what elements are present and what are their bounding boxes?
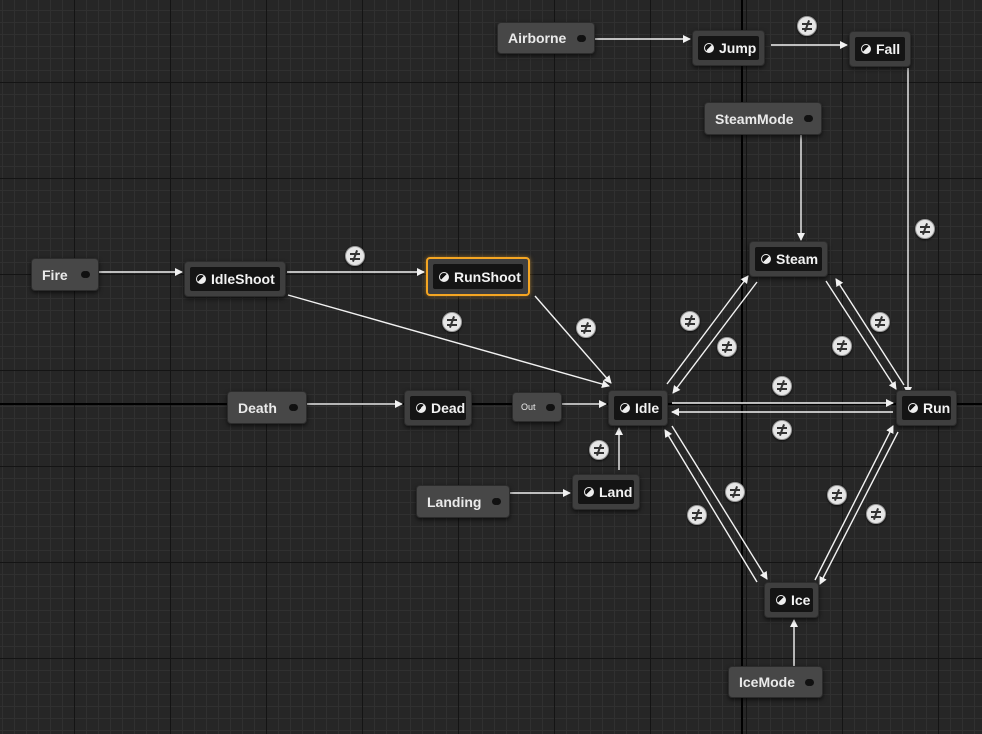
state-node-runshoot[interactable]: RunShoot [426,257,530,296]
state-node-idleshoot[interactable]: IdleShoot [184,261,286,297]
transition-rule-icon-run-ice[interactable] [866,504,886,524]
transition-rule-icon-idle-run[interactable] [772,376,792,396]
state-label: Idle [635,400,660,416]
state-label: Jump [719,40,757,56]
output-pin[interactable] [289,404,296,411]
wire-run-ice [819,431,899,585]
state-icon [776,595,786,605]
wire-run-steam [835,278,905,386]
transition-rule-icon-ice-idle[interactable] [687,505,707,525]
state-label: Ice [791,592,811,608]
wire-ice-run [814,425,894,581]
wire-ice-idle [664,429,758,583]
output-pin[interactable] [577,34,584,42]
entry-node-out[interactable]: Out [512,392,562,422]
transition-rule-icon-steam-idle[interactable] [717,337,737,357]
entry-label: IceMode [739,674,796,690]
transition-rule-icon-idleshoot-runshoot[interactable] [345,246,365,266]
transition-rule-icon-runshoot-idle[interactable] [576,318,596,338]
state-node-jump[interactable]: Jump [692,30,765,66]
entry-label: Fire [42,266,68,283]
entry-label: Airborne [508,30,567,46]
state-icon [704,43,714,53]
entry-label: SteamMode [715,110,794,127]
state-icon [196,274,206,284]
graph-origin-horizontal-axis [0,403,982,405]
state-node-steam[interactable]: Steam [749,241,828,277]
transition-rule-icon-jump-fall[interactable] [797,16,817,36]
entry-node-landing[interactable]: Landing [416,485,510,518]
output-pin[interactable] [546,403,553,411]
state-label: Run [923,400,951,416]
entry-label: Death [238,399,277,416]
state-label: Dead [431,400,466,416]
entry-node-death[interactable]: Death [227,391,307,424]
state-icon [908,403,918,413]
state-node-land[interactable]: Land [572,474,640,510]
wire-steam-run [825,280,897,390]
graph-origin-vertical-axis [741,0,743,734]
output-pin[interactable] [81,271,88,278]
transition-rule-icon-run-steam[interactable] [832,336,852,356]
transition-rule-icon-land-idle[interactable] [589,440,609,460]
transition-rule-icon-fall-run[interactable] [915,219,935,239]
transition-rule-icon-idle-steam[interactable] [680,311,700,331]
wire-idleshoot-idle [287,294,610,388]
state-node-ice[interactable]: Ice [764,582,819,618]
output-pin[interactable] [804,115,811,122]
state-label: Steam [776,251,819,267]
transition-rule-icon-idle-ice[interactable] [725,482,745,502]
state-node-fall[interactable]: Fall [849,31,911,67]
state-label: IdleShoot [211,271,275,287]
entry-label: Landing [427,493,482,510]
transition-rule-icon-idleshoot-idle[interactable] [442,312,462,332]
state-icon [861,44,871,54]
transition-rule-icon-run-idle[interactable] [772,420,792,440]
state-label: RunShoot [454,268,521,285]
entry-node-steammode[interactable]: SteamMode [704,102,822,135]
wire-steam-idle [672,281,758,394]
state-icon [761,254,771,264]
state-icon [620,403,630,413]
entry-node-icemode[interactable]: IceMode [728,666,823,698]
output-pin[interactable] [492,498,499,505]
output-pin[interactable] [805,678,812,686]
state-label: Fall [876,41,901,57]
transition-rule-icon-ice-run[interactable] [827,485,847,505]
state-icon [584,487,594,497]
state-icon [416,403,426,413]
transition-rule-icon-steam-run[interactable] [870,312,890,332]
state-node-idle[interactable]: Idle [608,390,668,426]
wire-idle-ice [671,425,768,580]
entry-label: Out [521,402,536,412]
state-node-run[interactable]: Run [896,390,957,426]
state-label: Land [599,484,633,500]
state-icon [439,271,449,282]
state-node-dead[interactable]: Dead [404,390,472,426]
wire-runshoot-idle [534,295,612,384]
entry-node-fire[interactable]: Fire [31,258,99,291]
entry-node-airborne[interactable]: Airborne [497,22,595,54]
wire-idle-steam [666,275,749,385]
